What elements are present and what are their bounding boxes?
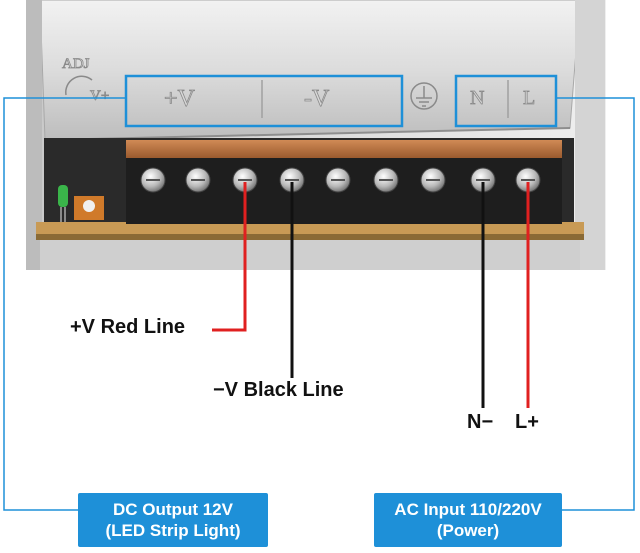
dc-terminal-highlight	[124, 74, 404, 128]
adj-label: ADJ	[62, 56, 90, 72]
live-terminal-label: L	[523, 87, 535, 109]
adj-arc	[65, 75, 93, 96]
neutral-wire-label: N−	[467, 411, 494, 433]
housing-engraving: ADJ V+ +V -V N L	[62, 56, 536, 118]
metal-housing	[26, 0, 606, 270]
neutral-terminal-label: N	[470, 87, 484, 109]
potentiometer-icon	[74, 196, 104, 220]
ac-input-box: AC Input 110/220V (Power)	[374, 493, 562, 547]
negative-terminal-label: -V	[304, 86, 330, 112]
dc-output-title: DC Output 12V	[113, 500, 233, 519]
positive-terminal-label: +V	[164, 86, 196, 112]
ac-leader-line	[556, 97, 635, 511]
ac-input-title: AC Input 110/220V	[394, 500, 542, 519]
ac-input-subtitle: (Power)	[436, 521, 500, 540]
wiring	[212, 182, 530, 408]
positive-wire-label: +V Red Line	[70, 316, 186, 338]
ac-terminal-highlight	[454, 74, 558, 128]
live-wire-label: L+	[515, 411, 539, 433]
dc-output-subtitle: (LED Strip Light)	[105, 521, 241, 540]
dc-leader-line	[3, 97, 126, 511]
red-wire-positive	[212, 182, 247, 332]
dc-output-box: DC Output 12V (LED Strip Light)	[78, 493, 268, 547]
v-plus-label: V+	[90, 88, 109, 104]
led-icon	[58, 185, 68, 222]
ground-icon	[410, 82, 438, 110]
negative-wire-label: −V Black Line	[213, 379, 344, 401]
terminal-screws	[140, 167, 541, 193]
